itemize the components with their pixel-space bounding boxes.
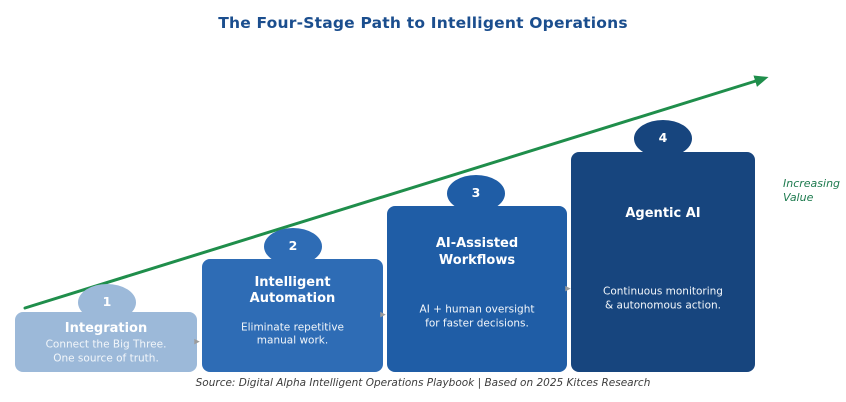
stage-2-badge: 2 <box>264 228 322 265</box>
stage-4-description: Continuous monitoring & autonomous actio… <box>603 285 723 312</box>
stage-2-description: Eliminate repetitive manual work. <box>240 321 345 347</box>
stage-2-number: 2 <box>288 237 298 253</box>
source-attribution: Source: Digital Alpha Intelligent Operat… <box>195 377 651 389</box>
stage-4-badge: 4 <box>634 120 692 157</box>
stage-3-number: 3 <box>471 184 481 200</box>
stage-3-description: AI + human oversight for faster decision… <box>419 303 535 330</box>
stage-2-title: Intelligent Automation <box>249 274 336 306</box>
stage-block-intelligent-automation: Intelligent Automation Eliminate repetit… <box>202 259 383 372</box>
increasing-value-label: Increasing Value <box>783 177 841 204</box>
next-stage-chevron-icon: ▸ <box>194 334 200 348</box>
stage-4-number: 4 <box>658 129 668 145</box>
stage-3-title: AI-Assisted Workflows <box>435 236 519 268</box>
stage-block-ai-assisted-workflows: AI-Assisted Workflows AI + human oversig… <box>387 206 567 372</box>
stage-1-number: 1 <box>102 293 112 309</box>
stage-1-description: Connect the Big Three. One source of tru… <box>45 338 167 365</box>
page-title: The Four-Stage Path to Intelligent Opera… <box>218 14 628 32</box>
next-stage-chevron-icon: ▸ <box>380 307 386 321</box>
stage-block-agentic-ai: Agentic AI Continuous monitoring & auton… <box>571 152 755 372</box>
next-stage-chevron-icon: ▸ <box>565 281 571 295</box>
stage-3-badge: 3 <box>447 175 505 212</box>
stage-4-title: Agentic AI <box>625 205 701 221</box>
stage-1-title: Integration <box>64 320 148 336</box>
stage-block-integration: Integration Connect the Big Three. One s… <box>15 312 197 372</box>
